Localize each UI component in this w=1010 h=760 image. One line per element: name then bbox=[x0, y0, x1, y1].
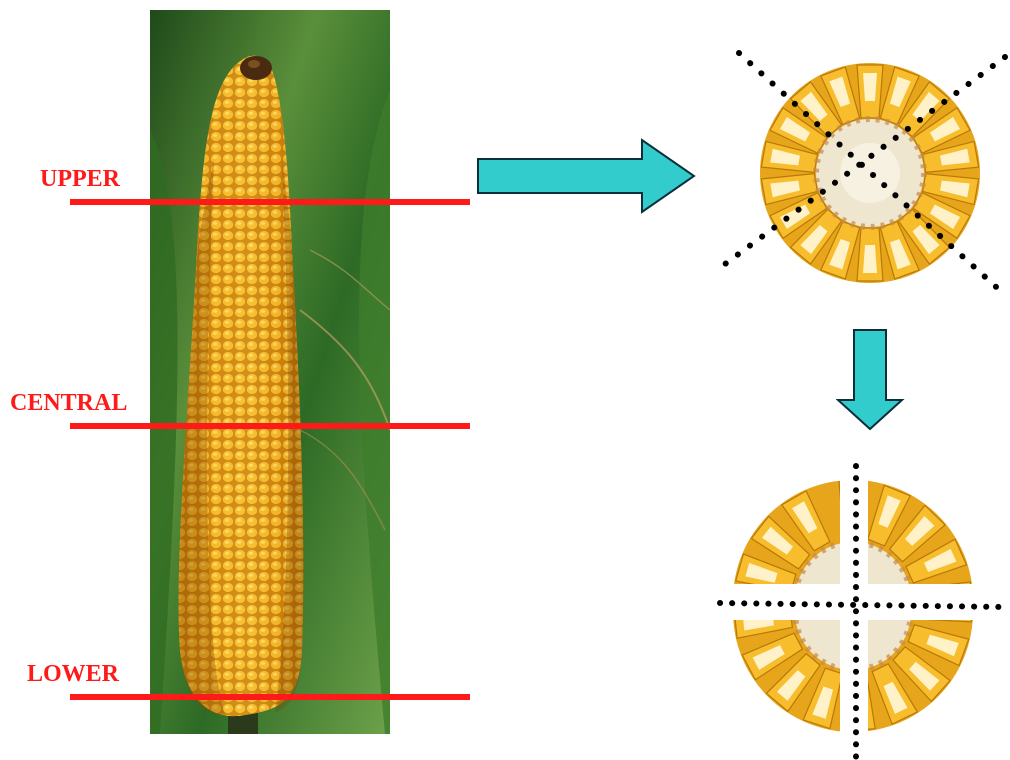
arrow-right-icon bbox=[476, 138, 698, 214]
cob-cross-section-whole bbox=[715, 45, 1010, 305]
central-cut-line bbox=[70, 423, 470, 429]
lower-cut-line bbox=[70, 694, 470, 700]
central-label: CENTRAL bbox=[10, 391, 127, 415]
lower-label: LOWER bbox=[27, 662, 119, 686]
upper-cut-line bbox=[70, 199, 470, 205]
cob-cross-section-quartered bbox=[712, 460, 1010, 760]
arrow-down-icon bbox=[836, 328, 906, 432]
corn-cob-photo bbox=[150, 10, 390, 734]
corn-cob-illustration bbox=[150, 10, 390, 734]
upper-label: UPPER bbox=[40, 167, 120, 191]
